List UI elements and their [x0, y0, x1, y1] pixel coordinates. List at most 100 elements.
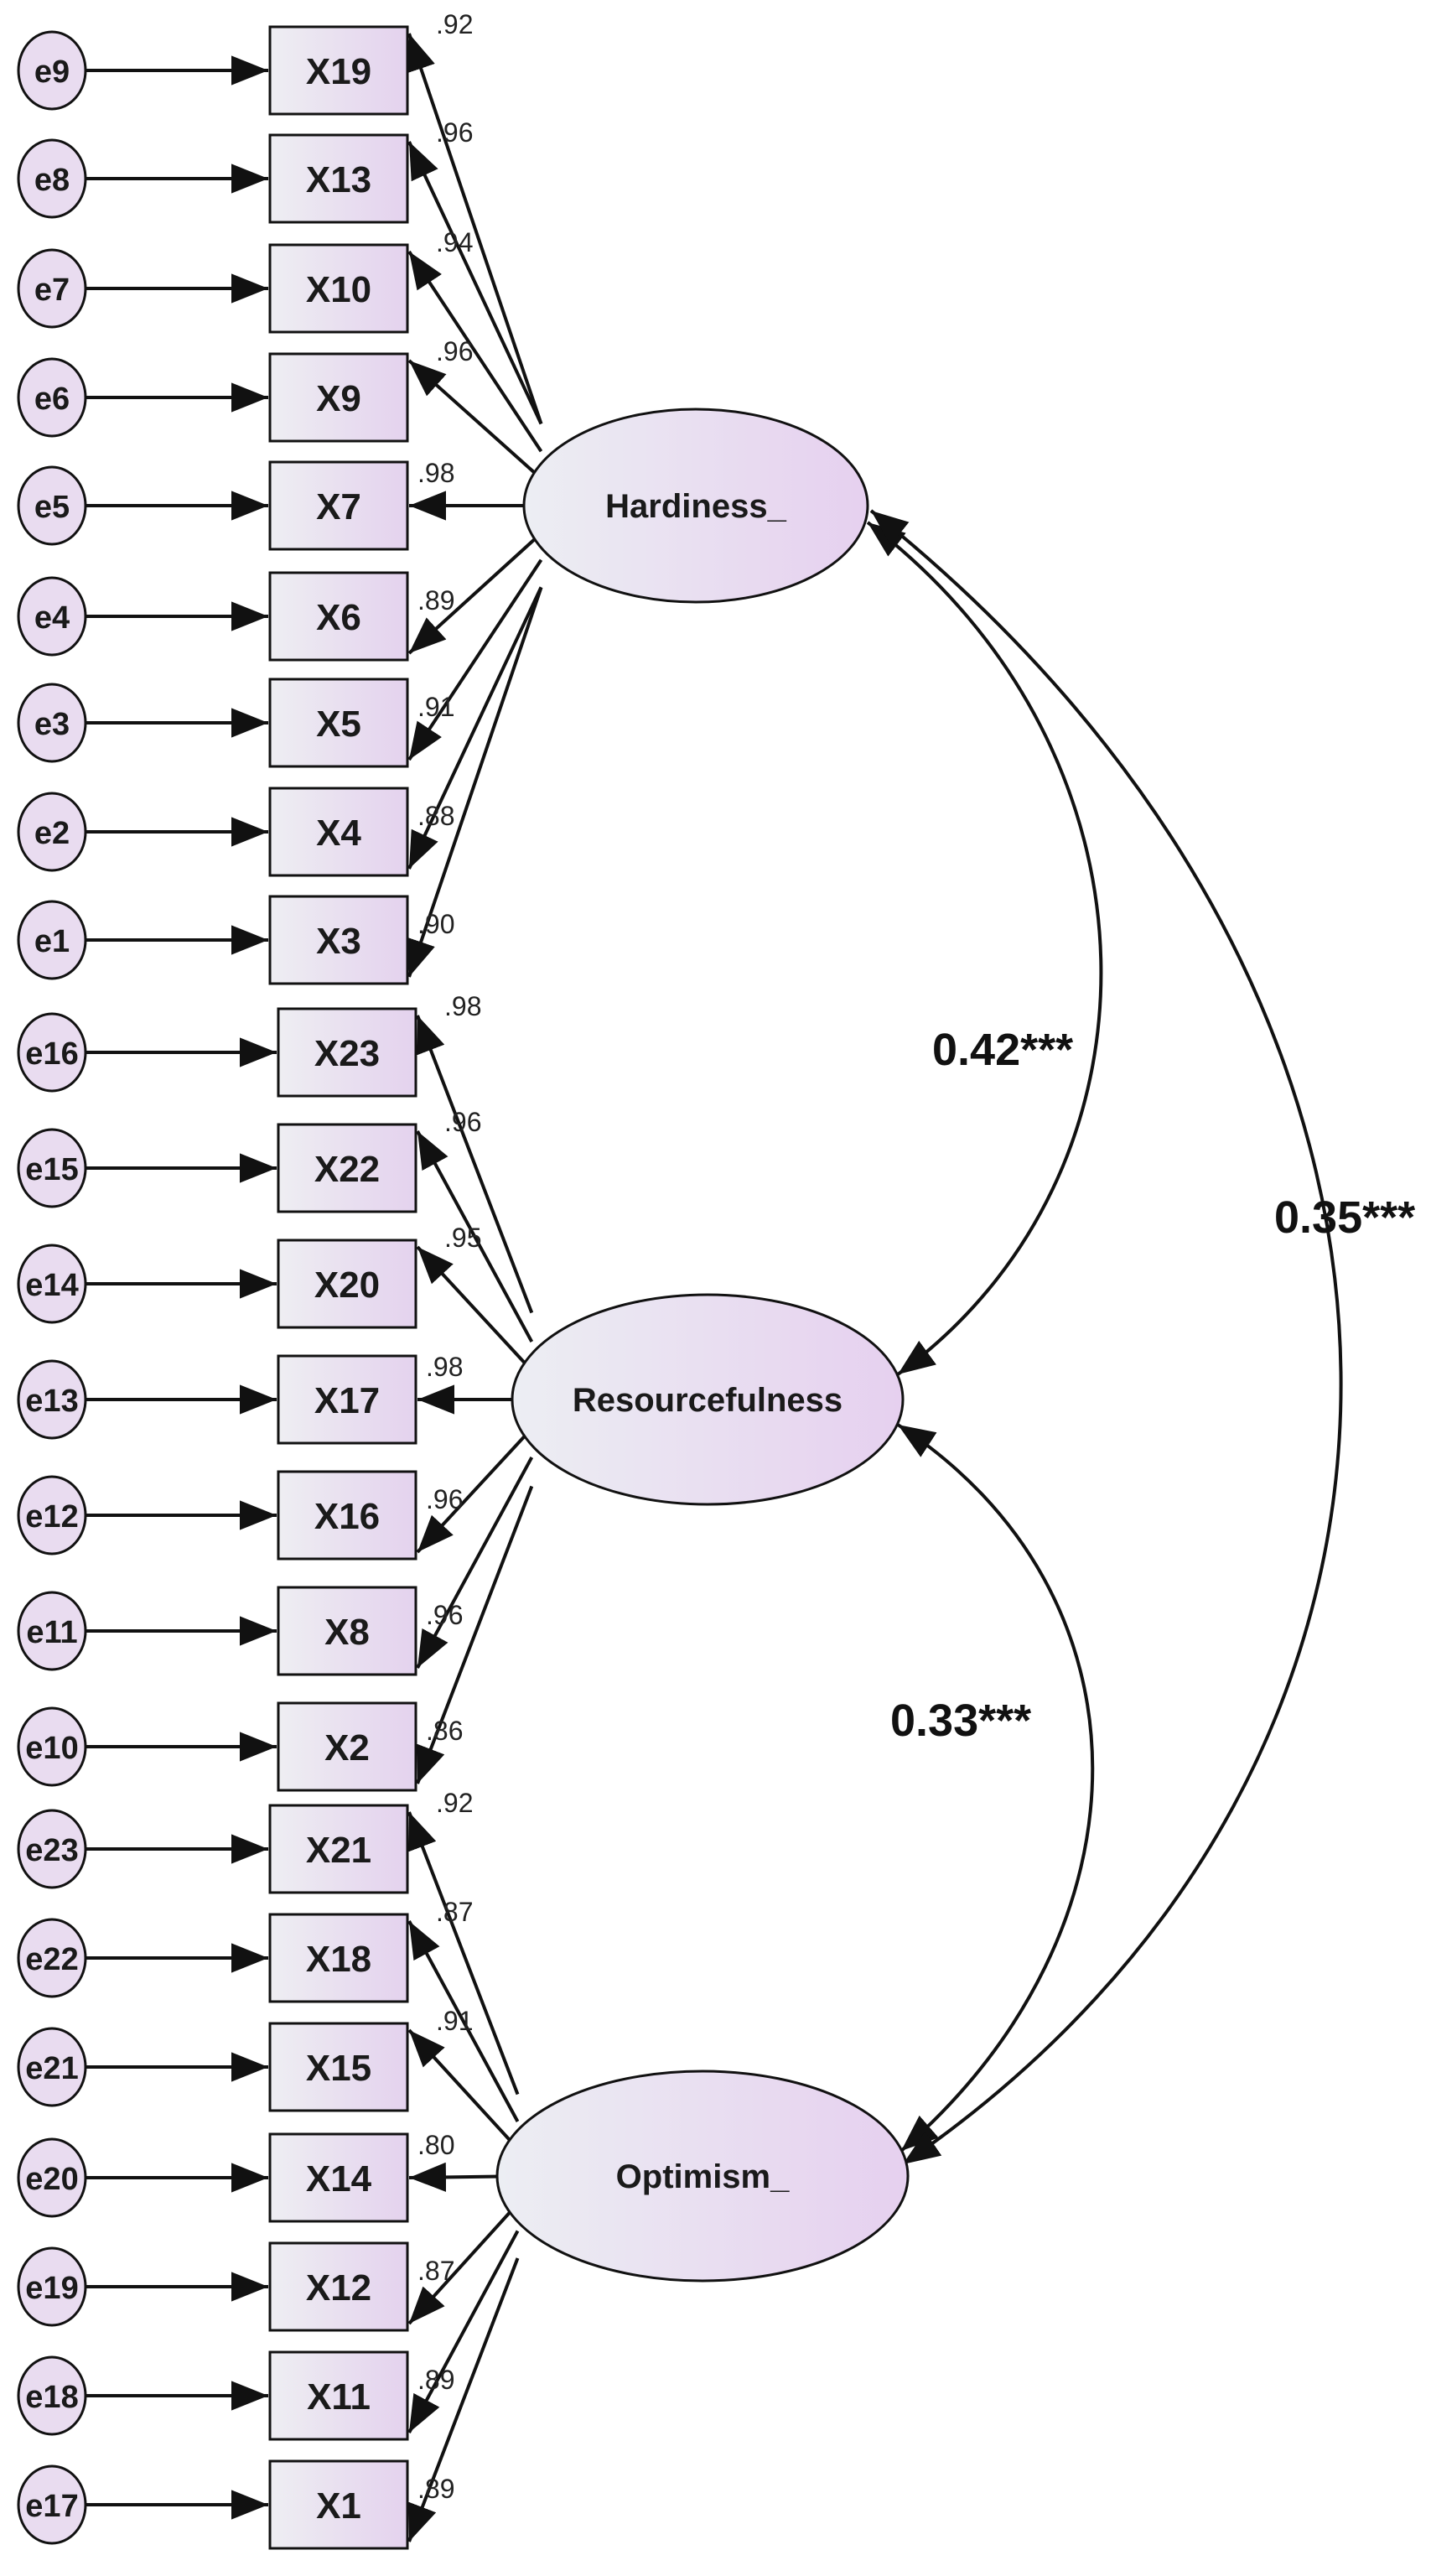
loading-arrow-X16	[416, 1427, 533, 1554]
error-term-e23-label: e23	[25, 1833, 78, 1868]
indicator-X8-label: X8	[324, 1612, 370, 1653]
correlation-curve-hardiness-optimism	[869, 509, 1343, 2166]
error-term-e8-label: e8	[34, 163, 70, 198]
factor-resourcefulness-ellipse	[511, 1293, 905, 1506]
loading-value-X12: .87	[417, 2256, 454, 2286]
error-term-e5	[17, 465, 87, 546]
indicator-X2-label: X2	[324, 1727, 370, 1768]
loading-arrow-X19	[407, 33, 543, 424]
error-term-e22-label: e22	[25, 1942, 78, 1977]
error-term-e21-label: e21	[25, 2051, 78, 2086]
loading-value-X18: .87	[436, 1897, 473, 1927]
error-term-e4	[17, 576, 87, 657]
loading-arrow-X11	[407, 2230, 520, 2433]
loading-arrow-X2	[416, 1485, 534, 1784]
error-term-e15	[17, 1128, 87, 1208]
indicator-X7-label: X7	[316, 486, 361, 527]
loading-arrow-X4	[407, 586, 543, 870]
loading-value-X15: .91	[436, 2006, 473, 2036]
error-term-e17-label: e17	[25, 2489, 78, 2524]
correlation-value-hardiness-optimism: 0.35***	[1274, 1192, 1415, 1243]
error-term-e10	[17, 1706, 87, 1787]
error-term-e18-label: e18	[25, 2380, 78, 2415]
loading-arrow-X22	[416, 1130, 534, 1343]
indicator-X4-label: X4	[316, 813, 361, 854]
error-term-e7	[17, 248, 87, 329]
loading-arrow-X12	[407, 2202, 519, 2325]
loading-value-X9: .96	[436, 336, 473, 366]
indicator-X20-label: X20	[314, 1265, 380, 1306]
loading-value-X7: .98	[417, 458, 454, 488]
loading-value-X8: .96	[426, 1600, 463, 1630]
loading-value-X20: .95	[444, 1223, 481, 1253]
error-term-e2	[17, 792, 87, 872]
indicator-X16-box	[277, 1470, 417, 1561]
indicator-X18-box	[268, 1913, 409, 2003]
indicator-X23-box	[277, 1007, 417, 1098]
indicator-X3-box	[268, 895, 409, 985]
error-term-e20	[17, 2137, 87, 2218]
indicator-X6-label: X6	[316, 597, 361, 638]
error-term-e6	[17, 357, 87, 438]
error-term-e14-label: e14	[25, 1268, 78, 1303]
path-lines	[86, 33, 1343, 2542]
error-term-e11	[17, 1591, 87, 1671]
error-term-e12	[17, 1475, 87, 1555]
factor-resourcefulness-label: Resourcefulness	[573, 1382, 843, 1419]
loading-arrow-X9	[407, 359, 542, 480]
indicator-X9-label: X9	[316, 378, 361, 419]
loading-value-X17: .98	[426, 1352, 463, 1382]
indicator-X20-box	[277, 1239, 417, 1329]
indicator-X13-label: X13	[306, 159, 371, 200]
loading-arrow-X21	[407, 1811, 520, 2096]
factor-hardiness-ellipse	[522, 408, 869, 604]
factor-hardiness-label: Hardiness_	[605, 488, 786, 525]
indicator-X12-box	[268, 2241, 409, 2332]
path-labels: .92.96.94.96.98.89.91.88.90.98.96.95.98.…	[417, 9, 1415, 2504]
indicator-X22-label: X22	[314, 1149, 380, 1190]
error-term-e3-label: e3	[34, 707, 70, 742]
indicator-X21-label: X21	[306, 1830, 371, 1871]
indicator-X12-label: X12	[306, 2267, 371, 2309]
indicator-X6-box	[268, 571, 409, 662]
error-term-e22	[17, 1918, 87, 1998]
error-term-e14	[17, 1244, 87, 1324]
correlation-value-resourcefulness-optimism: 0.33***	[890, 1696, 1031, 1746]
error-term-e12-label: e12	[25, 1499, 78, 1535]
indicator-X17-label: X17	[314, 1380, 380, 1421]
correlation-curve-hardiness-resourcefulness	[866, 521, 1103, 1376]
error-term-e10-label: e10	[25, 1731, 78, 1766]
loading-value-X10: .94	[436, 227, 473, 257]
indicator-X14-box	[268, 2132, 409, 2223]
loading-value-X3: .90	[417, 909, 454, 939]
indicator-X15-label: X15	[306, 2048, 371, 2089]
error-term-e23	[17, 1809, 87, 1889]
indicator-X10-label: X10	[306, 269, 371, 310]
loading-arrow-X3	[407, 587, 543, 978]
indicator-X5-box	[268, 678, 409, 768]
loading-value-X6: .89	[417, 585, 454, 615]
indicator-X13-box	[268, 133, 409, 224]
loading-arrow-X6	[407, 532, 542, 655]
indicator-X9-box	[268, 352, 409, 443]
error-term-e11-label: e11	[26, 1615, 77, 1650]
error-term-e3	[17, 683, 87, 763]
error-term-e18	[17, 2355, 87, 2436]
indicator-X22-box	[277, 1123, 417, 1213]
error-term-e19	[17, 2246, 87, 2327]
indicator-X19-label: X19	[306, 51, 371, 92]
loading-value-X21: .92	[436, 1788, 473, 1818]
loading-value-X2: .86	[426, 1716, 463, 1746]
error-term-e1	[17, 900, 87, 980]
loading-arrow-X23	[416, 1015, 534, 1314]
indicator-X7-box	[268, 460, 409, 551]
loading-arrow-X5	[407, 558, 543, 761]
loading-value-X16: .96	[426, 1484, 463, 1514]
indicator-X5-label: X5	[316, 704, 361, 745]
error-term-e16	[17, 1012, 87, 1093]
loading-value-X14: .80	[417, 2130, 454, 2160]
indicator-X19-box	[268, 25, 409, 116]
indicator-X11-box	[268, 2350, 409, 2441]
indicator-X3-label: X3	[316, 921, 361, 962]
